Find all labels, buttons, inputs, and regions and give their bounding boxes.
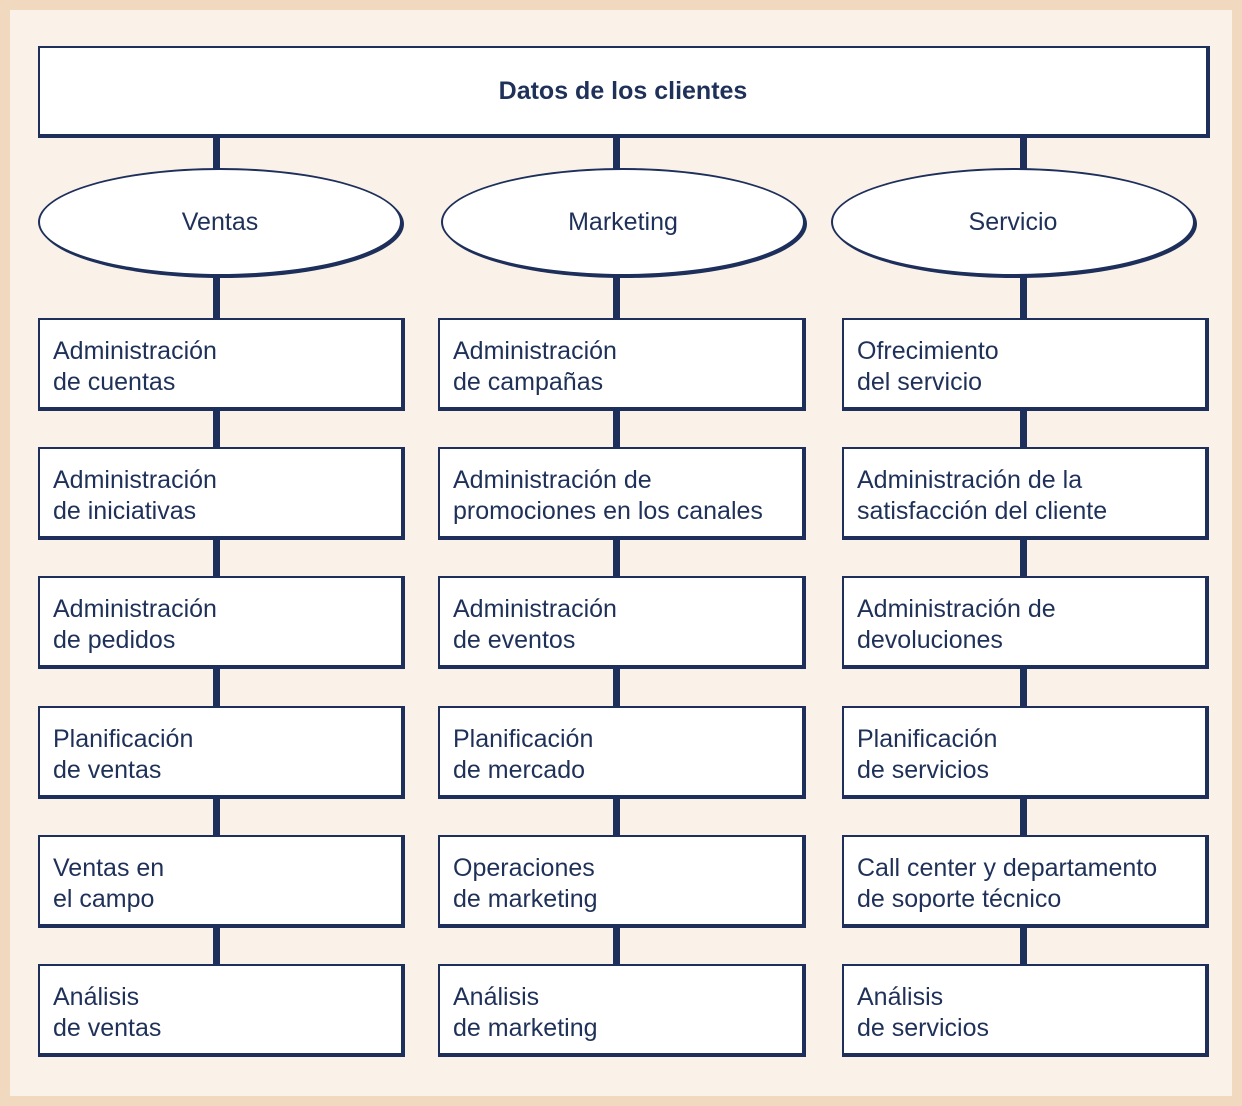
box-servicio-1: Ofrecimiento del servicio — [842, 318, 1209, 411]
ellipse-marketing: Marketing — [441, 168, 805, 276]
box-marketing-2: Administración de promociones en los can… — [438, 447, 806, 540]
box-ventas-6: Análisis de ventas — [38, 964, 405, 1057]
box-servicio-5: Call center y departamento de soporte té… — [842, 835, 1209, 928]
header-title: Datos de los clientes — [498, 76, 748, 105]
box-marketing-5: Operaciones de marketing — [438, 835, 806, 928]
connector-servicio — [1020, 136, 1027, 970]
box-servicio-2: Administración de la satisfacción del cl… — [842, 447, 1209, 540]
header-box: Datos de los clientes — [38, 46, 1210, 138]
ellipse-label: Ventas — [181, 207, 259, 236]
box-marketing-6: Análisis de marketing — [438, 964, 806, 1057]
box-servicio-3: Administración de devoluciones — [842, 576, 1209, 669]
ellipse-label: Marketing — [568, 207, 678, 236]
ellipse-label: Servicio — [968, 207, 1058, 236]
ellipse-ventas: Ventas — [38, 168, 402, 276]
connector-ventas — [213, 136, 220, 970]
box-ventas-1: Administración de cuentas — [38, 318, 405, 411]
ellipse-servicio: Servicio — [831, 168, 1195, 276]
box-ventas-5: Ventas en el campo — [38, 835, 405, 928]
box-marketing-1: Administración de campañas — [438, 318, 806, 411]
box-ventas-2: Administración de iniciativas — [38, 447, 405, 540]
box-servicio-6: Análisis de servicios — [842, 964, 1209, 1057]
connector-marketing — [613, 136, 620, 970]
box-marketing-4: Planificación de mercado — [438, 706, 806, 799]
box-servicio-4: Planificación de servicios — [842, 706, 1209, 799]
box-ventas-4: Planificación de ventas — [38, 706, 405, 799]
box-ventas-3: Administración de pedidos — [38, 576, 405, 669]
box-marketing-3: Administración de eventos — [438, 576, 806, 669]
